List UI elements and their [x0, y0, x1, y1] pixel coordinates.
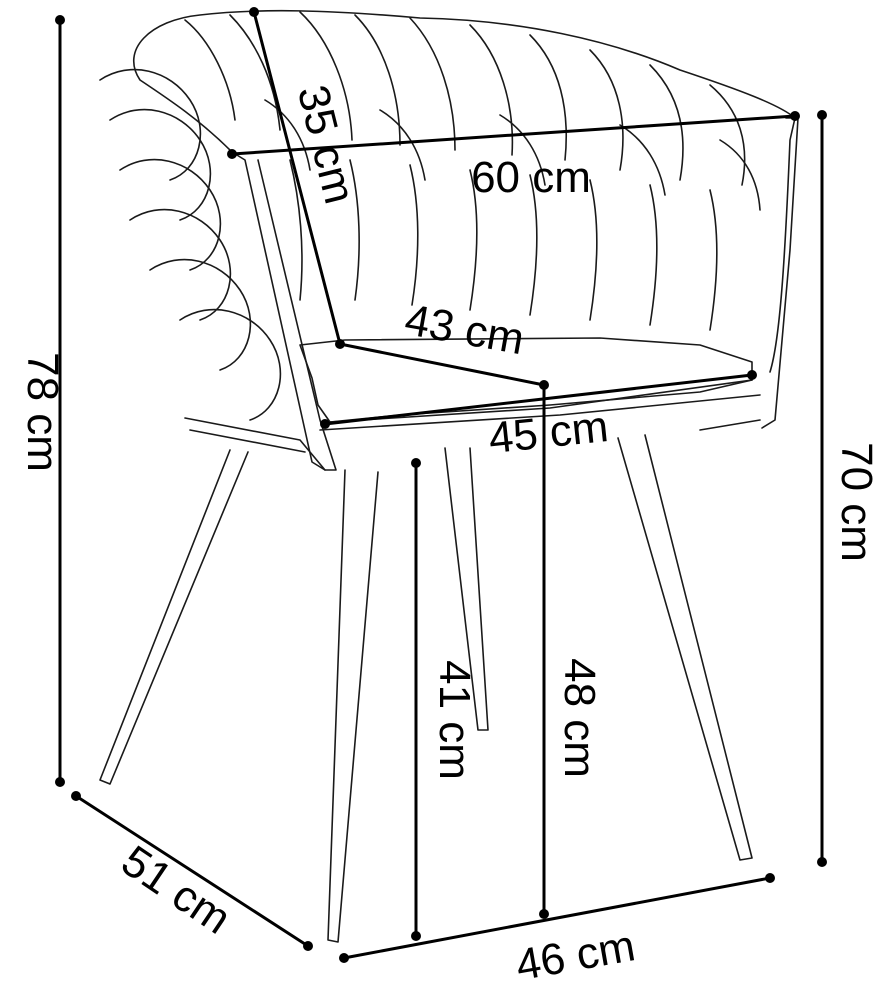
seat-cushion: [299, 337, 753, 423]
leg-back-left: [99, 449, 249, 785]
endpoint-dot: [765, 873, 775, 883]
right-side-frame: [761, 117, 799, 429]
endpoint-dot: [71, 791, 81, 801]
dimension-labels: 78 cm 70 cm 35 cm 60 cm 43 cm 45 cm 41 c…: [18, 80, 881, 984]
endpoint-dot: [320, 419, 330, 429]
endpoint-dot: [303, 941, 313, 951]
seat-base-rail: [184, 417, 761, 471]
endpoint-dot: [55, 15, 65, 25]
endpoint-dot: [411, 458, 421, 468]
dimension-line-total-width: [230, 114, 797, 156]
woven-backrest: [99, 11, 761, 421]
endpoint-dot: [249, 7, 259, 17]
dimension-line-leg-width: [342, 876, 772, 960]
label-total-width: 60 cm: [471, 153, 591, 202]
endpoint-dot: [411, 931, 421, 941]
backrest-outline: [133, 9, 796, 373]
dimension-line-seat-depth: [338, 342, 546, 387]
label-seat-height: 48 cm: [555, 658, 604, 778]
dimension-lines: [55, 7, 827, 963]
chair-drawing: [99, 9, 799, 943]
endpoint-dot: [817, 110, 827, 120]
endpoint-dot: [539, 909, 549, 919]
endpoint-dot: [339, 953, 349, 963]
label-leg-depth: 51 cm: [113, 836, 240, 944]
label-total-height: 78 cm: [18, 352, 67, 472]
dimension-line-leg-depth: [74, 794, 310, 948]
seat-front-edge: [319, 379, 761, 431]
leg-front-left: [327, 469, 379, 943]
dimension-line-backrest-height: [252, 10, 342, 346]
dimension-line-seat-width: [323, 373, 754, 426]
endpoint-dot: [55, 777, 65, 787]
endpoint-dot: [747, 370, 757, 380]
endpoint-dot: [790, 111, 800, 121]
leg-front-right: [617, 434, 753, 861]
leg-back-right: [444, 447, 489, 731]
label-armrest-height: 70 cm: [832, 442, 881, 562]
label-seat-height-front: 41 cm: [430, 660, 479, 780]
endpoint-dot: [227, 149, 237, 159]
endpoint-dot: [817, 857, 827, 867]
label-seat-depth: 43 cm: [401, 295, 528, 364]
label-leg-width: 46 cm: [512, 921, 639, 984]
